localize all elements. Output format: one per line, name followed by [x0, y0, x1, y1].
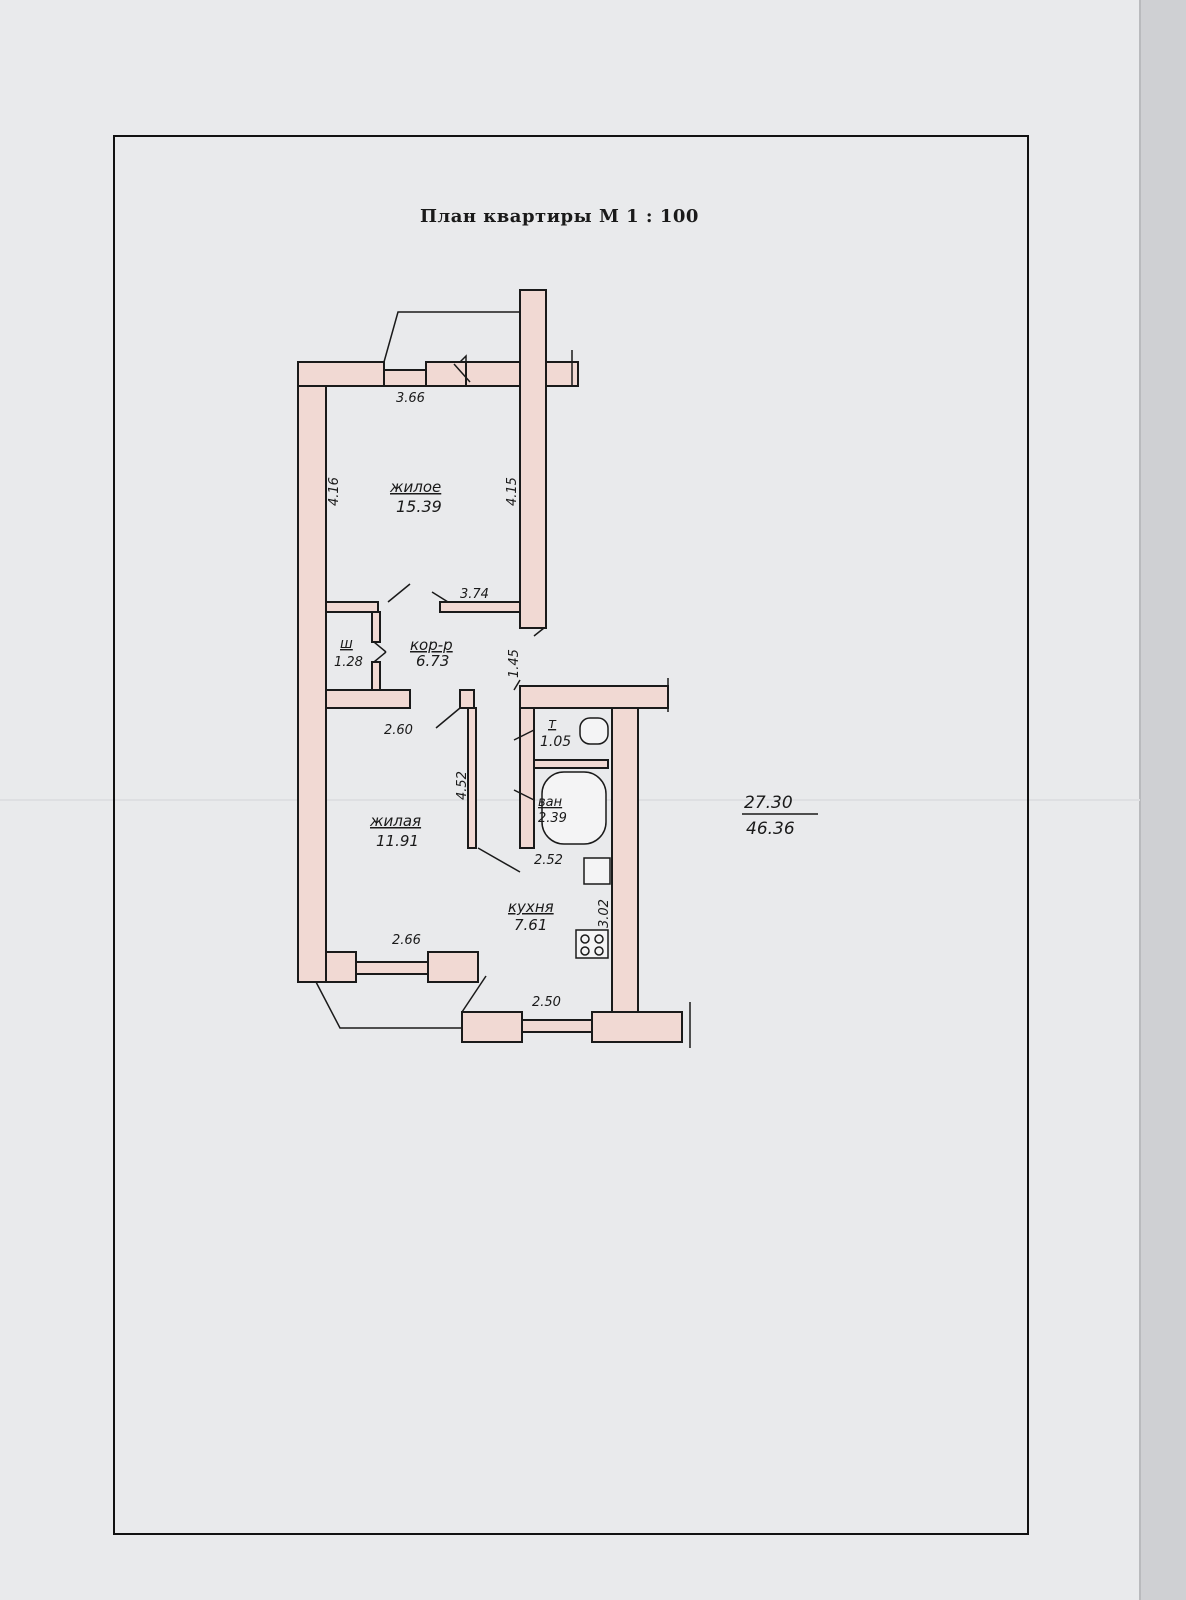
room-area-living2: 11.91: [376, 832, 419, 850]
room-name-closet: ш: [340, 636, 353, 652]
dimension-label: 3.02: [597, 899, 612, 928]
toilet-icon: [579, 717, 609, 745]
room-area-corridor: 6.73: [416, 652, 449, 670]
room-area-kitchen: 7.61: [514, 916, 547, 934]
room-area-living1: 15.39: [396, 497, 442, 516]
room-area-bath: 2.39: [538, 811, 567, 826]
bathtub-icon: [541, 771, 607, 845]
room-name-wc: т: [548, 716, 557, 732]
room-name-corridor: кор-р: [410, 636, 453, 654]
stove-icon: [575, 929, 609, 959]
dimension-label: 4.15: [505, 477, 520, 506]
total-area: 46.36: [746, 819, 795, 839]
room-name-bath: ван: [538, 795, 563, 810]
dimension-labels: 3.66 4.16 4.15 3.74 1.45 2.60 4.52 2.66 …: [327, 391, 612, 1010]
room-name-kitchen: кухня: [508, 898, 554, 916]
dimension-label: 2.66: [392, 933, 421, 948]
room-name-living2: жилая: [369, 812, 421, 830]
dimension-label: 1.45: [507, 649, 522, 678]
room-labels: жилое 15.39 кор-р 6.73 ш 1.28 жилая 11.9…: [334, 478, 571, 934]
living-area-total: 27.30: [744, 793, 793, 813]
plan-lines: [315, 311, 691, 1048]
dimension-label: 2.52: [534, 853, 563, 868]
room-area-wc: 1.05: [540, 734, 571, 750]
walls: [297, 289, 683, 1043]
dimension-label: 4.52: [455, 771, 470, 800]
dimension-label: 3.66: [396, 391, 425, 406]
dimension-label: 4.16: [327, 477, 342, 506]
drawing-frame: [113, 135, 1029, 1535]
fixtures: [541, 717, 611, 959]
area-totals: 27.30 46.36: [742, 793, 818, 839]
dimension-label: 2.50: [532, 995, 561, 1010]
room-area-closet: 1.28: [334, 655, 363, 670]
sink-icon: [583, 857, 611, 885]
room-name-living1: жилое: [389, 478, 441, 496]
plan-title: План квартиры М 1 : 100: [420, 206, 699, 227]
dimension-label: 2.60: [384, 723, 413, 738]
dimension-label: 3.74: [460, 587, 489, 602]
